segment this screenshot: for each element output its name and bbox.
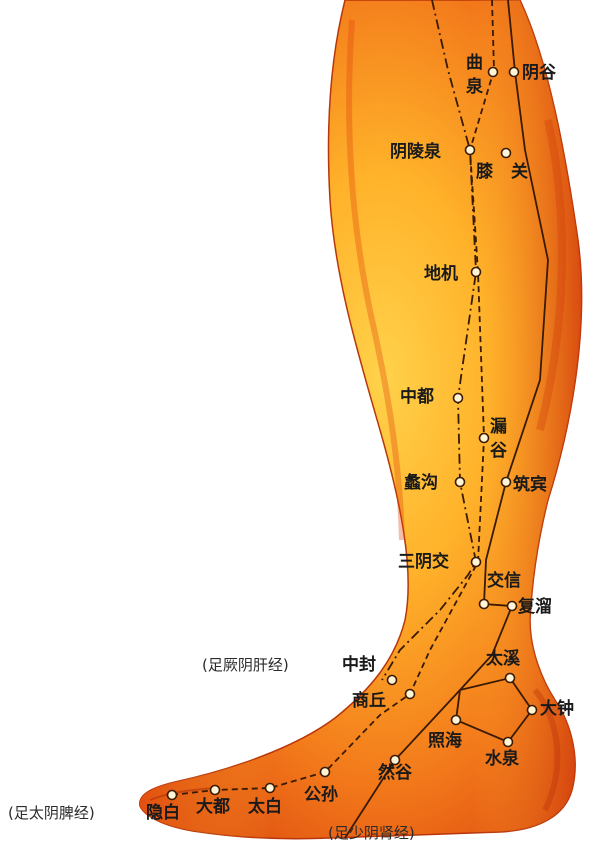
label-jiaoxin: 交信 (487, 570, 521, 591)
label-shuiquan: 水泉 (485, 748, 520, 769)
label-gongsun: 公孙 (304, 784, 338, 805)
acupoint-sanyinjiao (472, 558, 481, 567)
acupoint-taibai (266, 784, 275, 793)
acupoint-yingu (510, 68, 519, 77)
acupoint-dazhong (528, 706, 537, 715)
acupoint-xiguan (502, 149, 511, 158)
label-xiguan-1: 膝 (476, 161, 494, 182)
label-dazhong: 大钟 (540, 698, 574, 719)
label-zhongdu: 中都 (400, 386, 434, 407)
label-ququan-1: 曲 (466, 53, 483, 73)
acupoint-jiaoxin (480, 600, 489, 609)
acupoint-taixi (506, 674, 515, 683)
acupoint-yinlingquan (466, 146, 475, 155)
acupoint-ququan (489, 68, 498, 77)
label-fuliu: 复溜 (517, 596, 552, 617)
label-kidney-meridian: (足少阴肾经) (328, 824, 415, 842)
label-liver-meridian: (足厥阴肝经) (202, 656, 289, 674)
label-sanyinjiao: 三阴交 (398, 551, 449, 572)
label-ququan-2: 泉 (465, 76, 484, 97)
label-zhubin: 筑宾 (513, 474, 547, 495)
label-dadu: 大都 (196, 796, 230, 817)
label-taibai: 太白 (248, 796, 282, 817)
acupoint-zhaohai (452, 716, 461, 725)
label-zhaohai: 照海 (428, 730, 462, 751)
acupoint-zhubin (502, 478, 511, 487)
acupoint-shuiquan (504, 738, 513, 747)
leg-shading (140, 0, 582, 839)
label-ligou: 蠡沟 (404, 472, 438, 493)
label-shangqiu: 商丘 (352, 690, 386, 711)
acupoint-zhongfeng (388, 676, 397, 685)
label-yingu: 阴谷 (522, 63, 557, 83)
acupoint-lougu (480, 434, 489, 443)
label-yinlingquan: 阴陵泉 (390, 141, 442, 162)
acupoint-fuliu (508, 602, 517, 611)
acupoint-dadu (211, 786, 220, 795)
label-zhongfeng: 中封 (342, 654, 376, 675)
acupoint-yinbai (168, 791, 177, 800)
label-xiguan-2: 关 (511, 161, 528, 182)
acupoint-zhongdu (454, 394, 463, 403)
label-lougu-2: 谷 (490, 441, 508, 461)
label-spleen-meridian: (足太阴脾经) (8, 804, 95, 822)
acupoint-shangqiu (406, 690, 415, 699)
acupoint-diji (472, 268, 481, 277)
label-rangu: 然谷 (378, 762, 413, 783)
label-taixi: 太溪 (486, 648, 521, 669)
acupoint-gongsun (321, 768, 330, 777)
acupoint-ligou (456, 478, 465, 487)
label-lougu-1: 漏 (490, 417, 507, 437)
label-diji: 地机 (424, 263, 458, 284)
label-yinbai: 隐白 (146, 802, 180, 823)
